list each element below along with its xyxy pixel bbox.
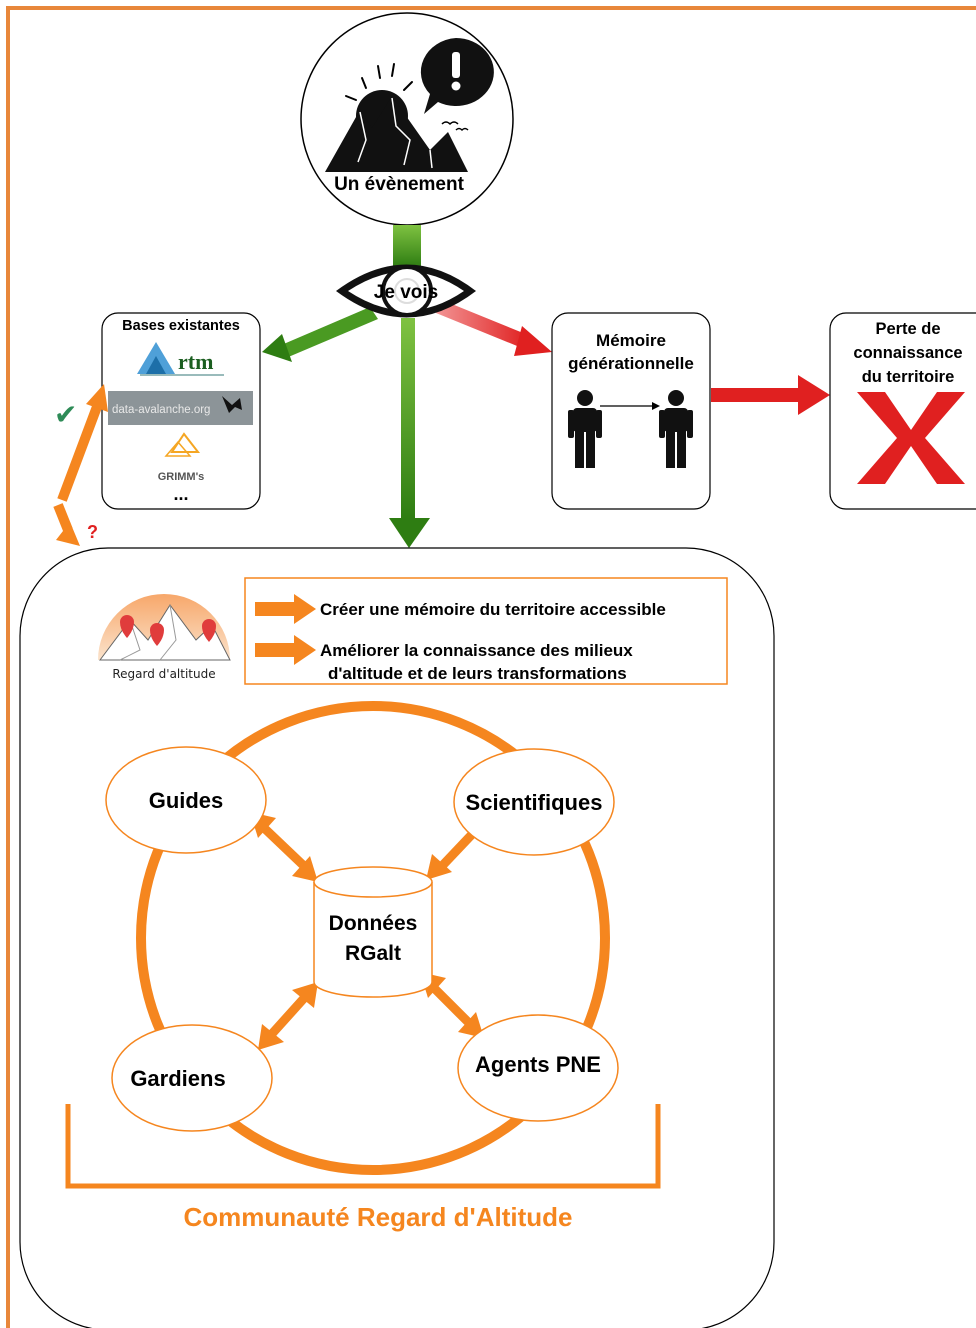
eye-node: Je vois xyxy=(336,264,476,318)
goal1-text: Créer une mémoire du territoire accessib… xyxy=(320,600,666,619)
data-label-line1: Données xyxy=(329,912,418,935)
loss-label-line1: Perte de xyxy=(875,320,940,338)
person-left-icon xyxy=(568,390,602,468)
arrow-eye-to-community xyxy=(389,318,430,548)
member-scientifiques-label: Scientifiques xyxy=(466,790,603,815)
arrow-guides-data xyxy=(250,812,318,882)
person-right-icon xyxy=(659,390,693,468)
rtm-logo-text: rtm xyxy=(178,349,213,374)
eye-label: Je vois xyxy=(374,282,438,303)
member-agents-pne: Agents PNE xyxy=(457,1014,619,1122)
check-icon: ✔ xyxy=(54,398,77,431)
arrow-eye-to-memory xyxy=(436,300,552,356)
member-gardiens-label: Gardiens xyxy=(130,1066,225,1091)
goal2-text-line1: Améliorer la connaissance des milieux xyxy=(320,641,633,660)
memory-label-line1: Mémoire xyxy=(596,331,666,350)
arrow-eye-to-bases xyxy=(262,307,378,362)
goal2-text-line2: d'altitude et de leurs transformations xyxy=(328,664,627,683)
community-bracket xyxy=(65,1104,661,1189)
eye-icon xyxy=(336,264,476,318)
memory-label-line2: générationnelle xyxy=(568,354,694,373)
goal2-arrow xyxy=(255,635,316,665)
data-cylinder: Données RGalt xyxy=(313,866,433,998)
community-ring xyxy=(136,701,610,1175)
question-mark: ? xyxy=(87,522,98,542)
loss-box: Perte de connaissance du territoire xyxy=(829,312,976,510)
red-cross-icon xyxy=(857,392,965,484)
bases-title: Bases existantes xyxy=(122,318,240,334)
member-gardiens: Gardiens xyxy=(111,1024,273,1132)
mountain-alert-icon xyxy=(325,38,494,172)
member-scientifiques: Scientifiques xyxy=(453,748,615,856)
arrow-event-to-eye xyxy=(393,225,421,267)
rgalt-logo: Regard d'altitude xyxy=(98,594,231,681)
people-transmission-icon xyxy=(568,390,693,468)
bases-box: Bases existantes rtm data-avalanche.org … xyxy=(101,312,261,510)
member-guides: Guides xyxy=(105,746,267,854)
map-pin-icon xyxy=(120,615,216,646)
goals-box: Créer une mémoire du territoire accessib… xyxy=(244,577,728,685)
arrow-memory-to-loss xyxy=(711,375,830,415)
rtm-logo: rtm xyxy=(134,338,227,378)
grimms-logo: GRIMM's xyxy=(158,432,205,483)
goal1-arrow xyxy=(255,594,316,624)
member-guides-label: Guides xyxy=(149,788,224,813)
data-label-line2: RGalt xyxy=(345,942,401,965)
loss-label-line3: du territoire xyxy=(862,368,955,386)
member-agents-pne-label: Agents PNE xyxy=(475,1052,601,1077)
event-node: Un évènement xyxy=(300,12,514,226)
memory-box: Mémoire générationnelle xyxy=(551,312,711,510)
grimms-logo-text: GRIMM's xyxy=(158,471,205,483)
event-label: Un évènement xyxy=(334,174,465,195)
loss-label-line2: connaissance xyxy=(853,344,962,362)
outer-frame xyxy=(6,6,976,1328)
arrow-bases-community xyxy=(53,384,108,546)
data-avalanche-logo-text: data-avalanche.org xyxy=(112,404,210,416)
rgalt-logo-caption: Regard d'altitude xyxy=(112,667,215,681)
arrow-gardiens-data xyxy=(258,982,318,1050)
data-avalanche-logo: data-avalanche.org xyxy=(108,391,253,425)
community-title: Communauté Regard d'Altitude xyxy=(184,1202,573,1232)
bases-more: ... xyxy=(173,484,188,504)
